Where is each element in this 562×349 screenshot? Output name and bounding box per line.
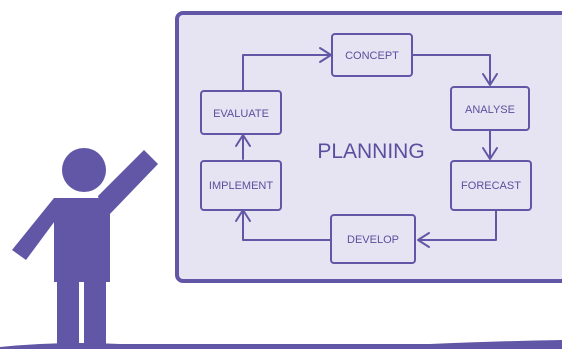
node-implement-label: IMPLEMENT [209, 180, 273, 192]
presenter-head [62, 148, 106, 192]
connector-concept-to-analyse [411, 54, 491, 85]
node-forecast-box [450, 160, 532, 211]
presenter-torso [54, 198, 110, 282]
node-analyse-box [450, 86, 530, 131]
node-concept-box [331, 33, 413, 77]
presenter-figure [12, 148, 158, 349]
node-forecast-label: FORECAST [461, 180, 521, 192]
node-analyse: ANALYSE [450, 86, 530, 131]
cycle-connectors [235, 47, 498, 248]
node-implement: IMPLEMENT [200, 160, 282, 211]
board-panel [175, 11, 562, 283]
connector-evaluate-to-concept [242, 54, 331, 95]
node-evaluate-label: EVALUATE [213, 108, 269, 120]
arrowhead-concept-to-analyse [482, 73, 498, 86]
floor-curve [0, 340, 562, 349]
node-concept: CONCEPT [331, 33, 413, 77]
node-evaluate-box [200, 90, 282, 135]
arrowhead-forecast-to-develop [417, 232, 430, 248]
arrowhead-analyse-to-forecast [482, 147, 498, 160]
node-concept-label: CONCEPT [345, 50, 399, 62]
presenter-right-leg [84, 276, 106, 349]
connector-develop-to-implement [242, 210, 331, 241]
node-develop-box [330, 214, 416, 264]
node-develop-label: DEVELOP [347, 234, 399, 246]
node-analyse-label: ANALYSE [465, 104, 515, 116]
presenter-left-leg [57, 276, 79, 349]
planning-title: PLANNING [317, 140, 424, 163]
cycle-nodes: CONCEPT ANALYSE FORECAST DEVELOP IMPLEME… [200, 33, 532, 264]
planning-board [175, 11, 562, 283]
connector-forecast-to-develop [418, 209, 497, 241]
node-evaluate: EVALUATE [200, 90, 282, 135]
presenter-lowered-arm [12, 198, 66, 260]
node-forecast: FORECAST [450, 160, 532, 211]
node-develop: DEVELOP [330, 214, 416, 264]
node-implement-box [200, 160, 282, 211]
presenter-raised-arm [98, 150, 158, 222]
